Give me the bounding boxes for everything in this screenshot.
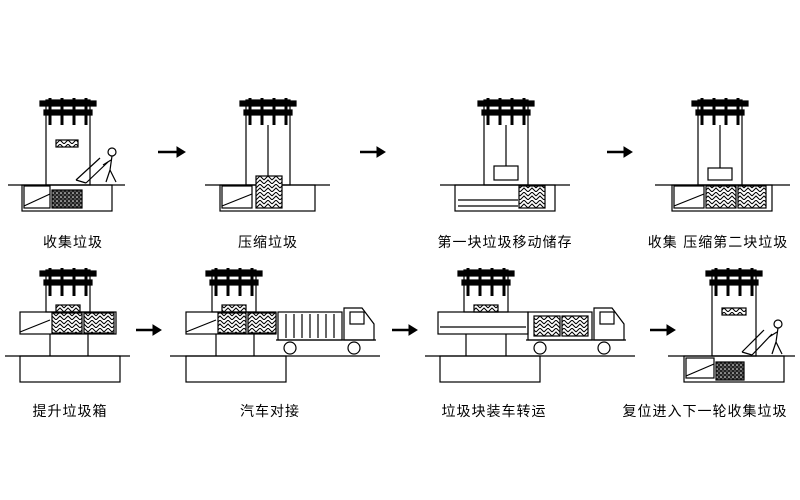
- step-4-illustration: [655, 98, 790, 212]
- step-6-caption: 汽车对接: [240, 404, 300, 420]
- step-1-illustration: [8, 98, 125, 212]
- step-5-illustration: [5, 268, 130, 383]
- step-6-illustration: [170, 268, 380, 383]
- right-arrow-icon: [136, 324, 162, 336]
- right-arrow-icon: [360, 146, 386, 158]
- step-8-caption: 复位进入下一轮收集垃圾: [622, 404, 788, 420]
- right-arrow-icon: [158, 146, 186, 158]
- step-2-illustration: [205, 98, 330, 212]
- step-1-caption: 收集垃圾: [43, 235, 103, 251]
- right-arrow-icon: [392, 324, 418, 336]
- right-arrow-icon: [607, 146, 633, 158]
- step-4-caption: 收集 压缩第二块垃圾: [647, 235, 789, 251]
- step-7-caption: 垃圾块装车转运: [441, 404, 547, 420]
- step-7-illustration: [425, 268, 635, 383]
- step-2-caption: 压缩垃圾: [238, 235, 298, 251]
- step-3-caption: 第一块垃圾移动储存: [437, 235, 573, 251]
- step-3-illustration: [440, 98, 570, 212]
- right-arrow-icon: [650, 324, 676, 336]
- step-5-caption: 提升垃圾箱: [32, 404, 108, 420]
- step-8-illustration: [668, 268, 795, 383]
